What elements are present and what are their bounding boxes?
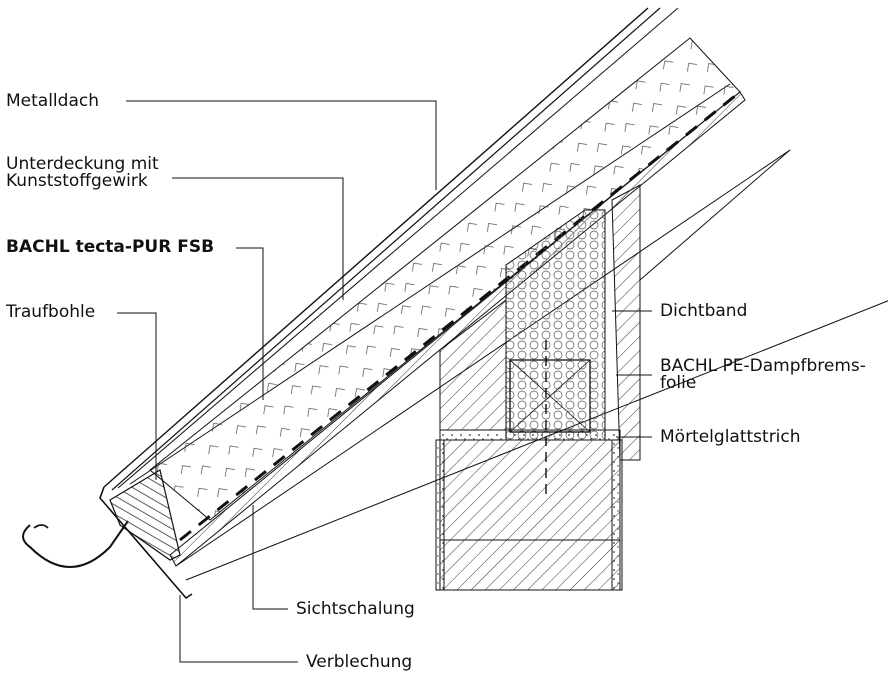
eaves-detail: [22, 469, 193, 600]
plaster-outside: [435, 439, 445, 591]
leader-metalldach: [126, 100, 437, 190]
leader-lines: [117, 100, 652, 663]
label-bachl-tecta-pur: BACHL tecta-PUR FSB: [6, 237, 215, 257]
leader-bachl-pur: [236, 247, 264, 400]
label-unterdeckung-line1: Unterdeckung mit: [6, 154, 159, 174]
leader-traufbohle: [117, 312, 157, 480]
metal-roof-sheet: [103, 7, 649, 488]
eave-board: [109, 469, 181, 561]
label-traufbohle: Traufbohle: [6, 302, 96, 322]
gutter: [22, 520, 129, 568]
masonry-wall: [439, 439, 621, 541]
label-verblechung: Verblechung: [306, 652, 413, 672]
label-metalldach: Metalldach: [6, 91, 99, 111]
leader-sichtschalung: [252, 505, 288, 610]
label-unterdeckung-line2: Kunststoffgewirk: [6, 171, 148, 191]
label-sichtschalung: Sichtschalung: [296, 599, 415, 619]
wall-detail: [435, 149, 791, 591]
label-pe-dampfbremsfolie-line2: folie: [660, 373, 697, 393]
inner-lining: [611, 184, 641, 461]
label-moertelglattstrich: Mörtelglattstrich: [660, 427, 801, 447]
leader-verblechung: [179, 595, 298, 663]
plaster-inside: [611, 439, 623, 591]
label-dichtband: Dichtband: [660, 301, 748, 321]
flashing: [99, 486, 193, 600]
label-pe-dampfbremsfolie-line1: BACHL PE-Dampfbrems-: [660, 356, 866, 376]
mortar-screed: [439, 429, 621, 441]
leader-unterdeckung: [172, 177, 344, 300]
